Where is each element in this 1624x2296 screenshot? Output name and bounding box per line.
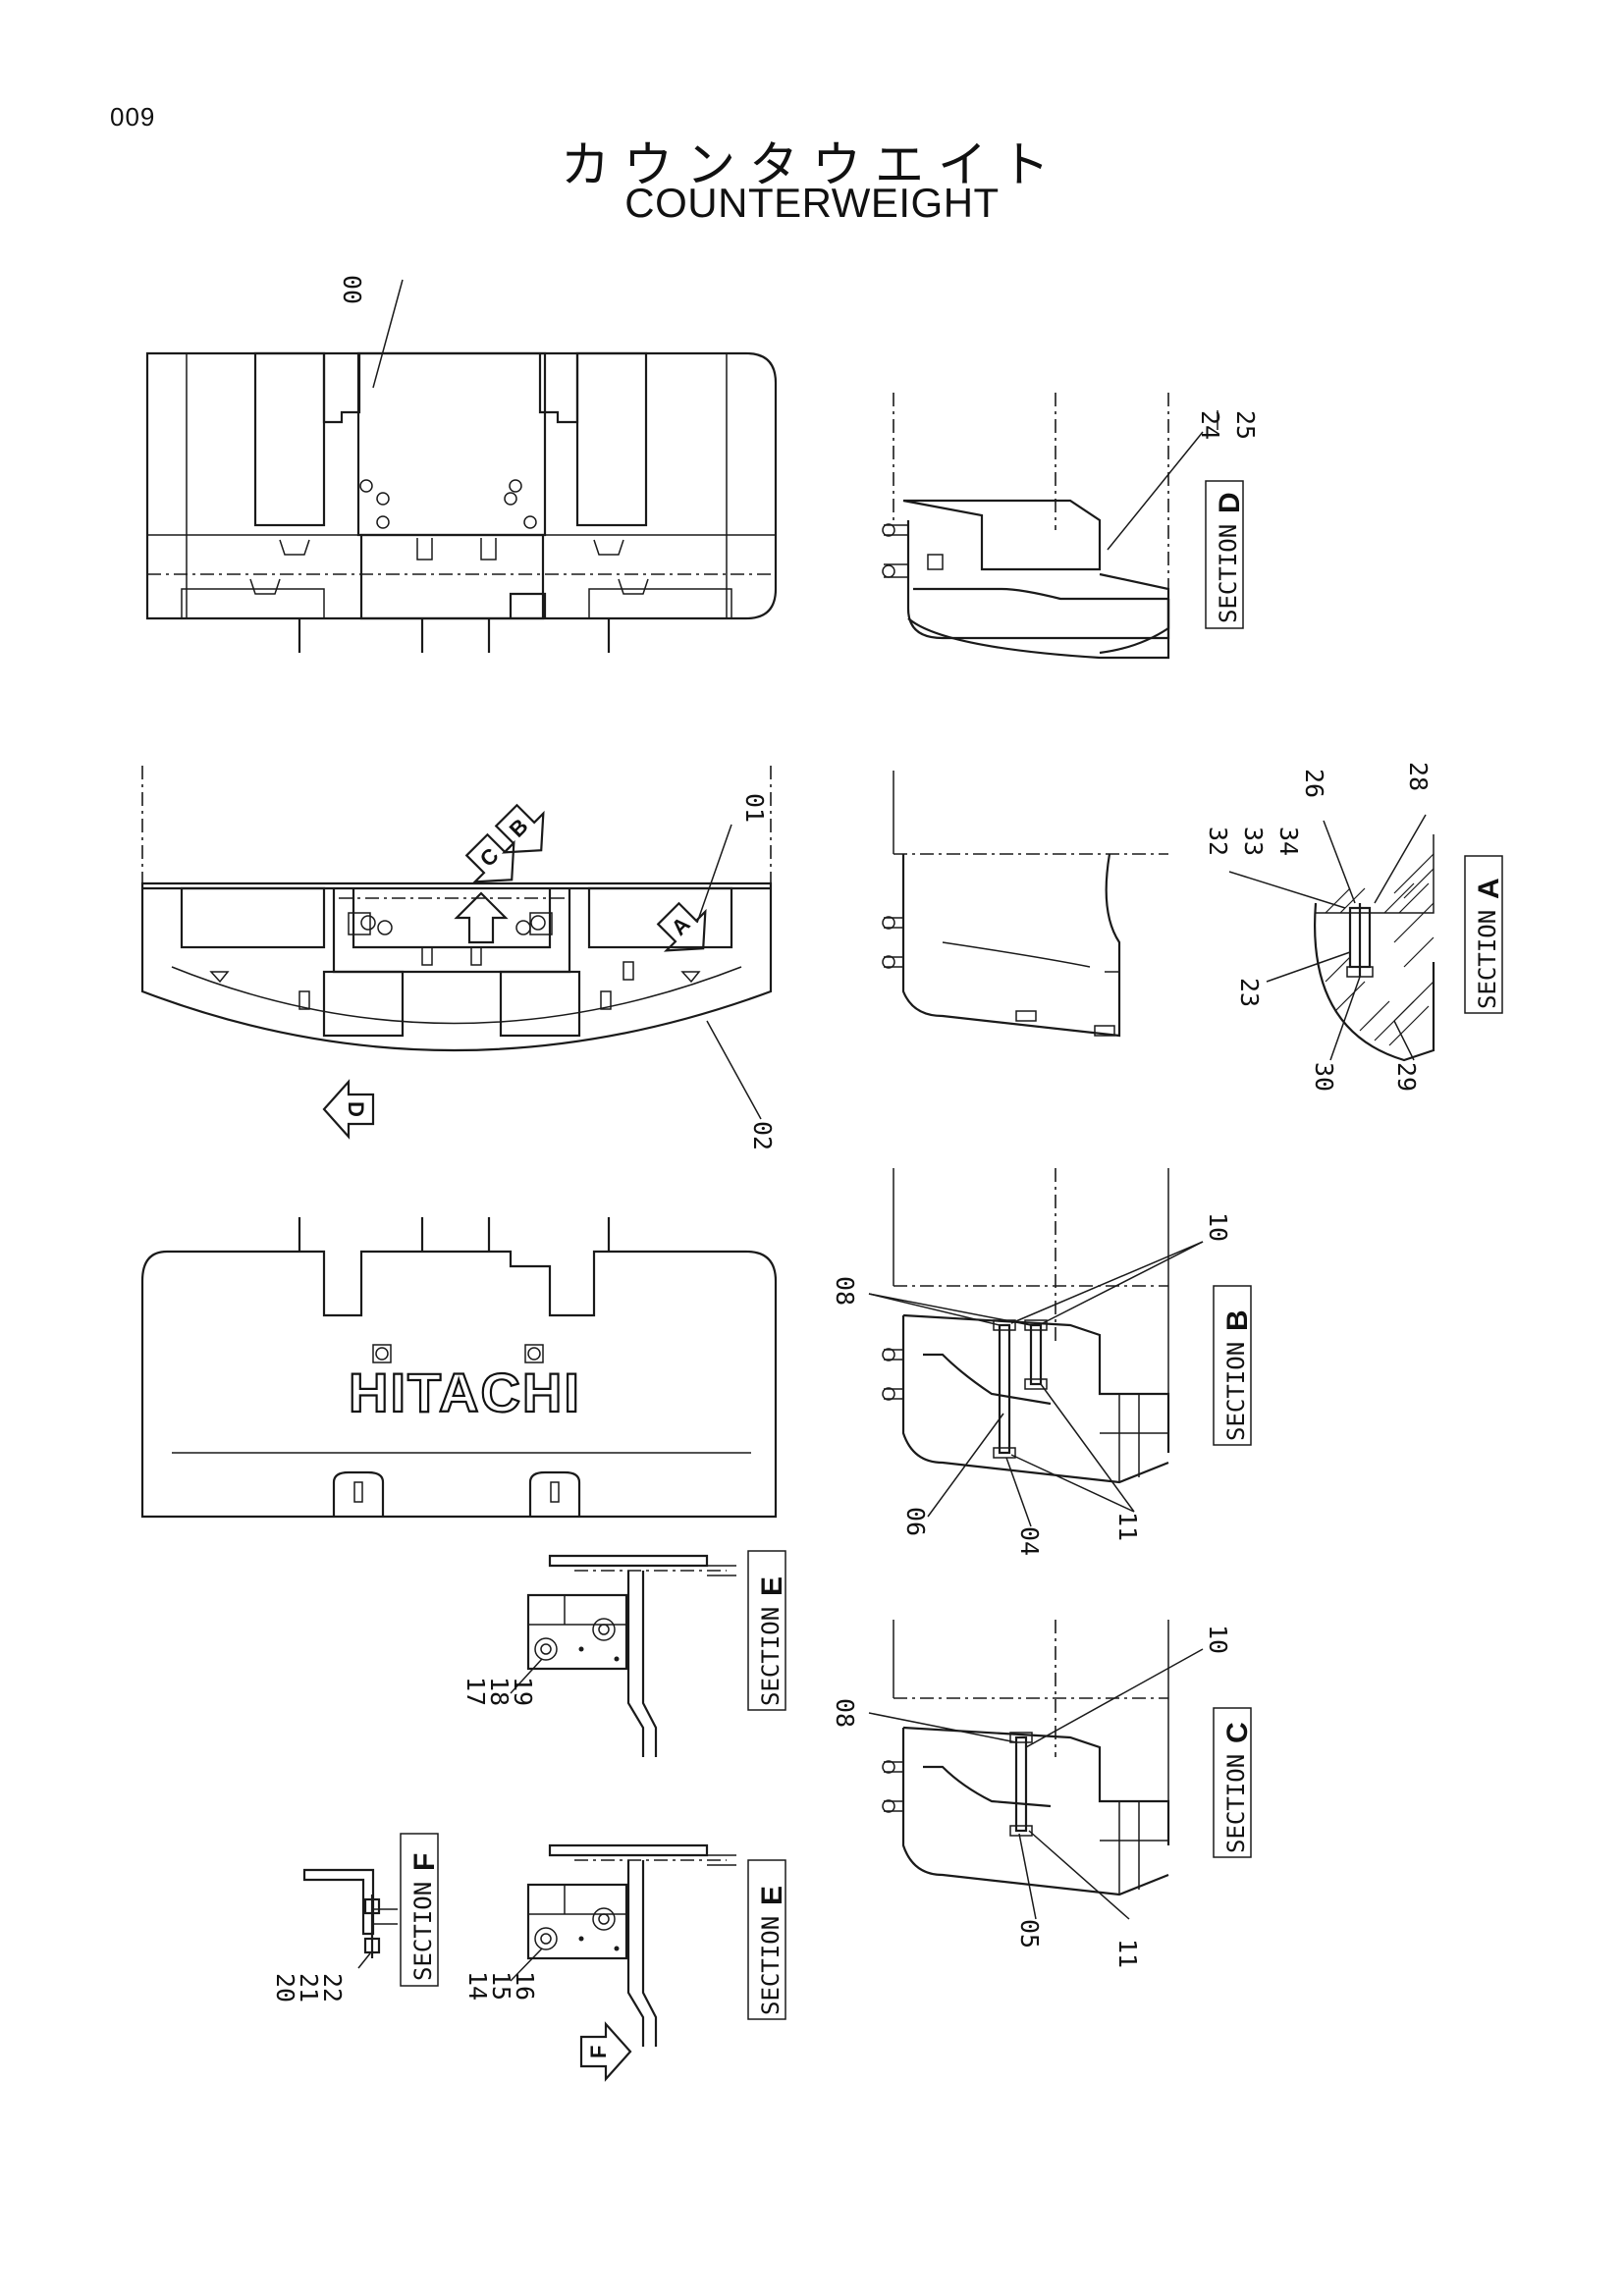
part-label-17: 17: [461, 1677, 490, 1706]
part-label-16: 16: [511, 1971, 539, 2001]
section-e-view-lower: 14 15 16 SECTION E F: [463, 1843, 788, 2082]
hitachi-logo: HITACHI: [349, 1362, 581, 1423]
part-label-32: 32: [1204, 827, 1232, 856]
section-f-letter: F: [408, 1853, 441, 1871]
section-f-prefix: SECTION: [409, 1882, 437, 1981]
part-label-14: 14: [463, 1971, 492, 2001]
part-label-11-c: 11: [1113, 1939, 1142, 1968]
part-label-22: 22: [318, 1973, 347, 2002]
part-label-00: 00: [338, 275, 366, 304]
section-a-detail: 32 33 34 26 28 23 30 29 SECTION A: [1204, 762, 1505, 1092]
part-label-08-c: 08: [831, 1698, 859, 1728]
part-label-21: 21: [295, 1973, 323, 2002]
section-c-letter: C: [1221, 1722, 1254, 1743]
part-label-23: 23: [1235, 978, 1264, 1007]
section-c-view: 08 10 05 11 SECTION C: [831, 1620, 1254, 1968]
rear-view: HITACHI: [140, 1217, 778, 1519]
part-label-33: 33: [1239, 827, 1268, 856]
part-label-24: 24: [1196, 410, 1224, 440]
view-arrow-d: D: [344, 1101, 368, 1117]
section-d-view: 24 25 SECTION D: [882, 393, 1260, 660]
view-arrow-f: F: [586, 2046, 611, 2058]
part-label-20: 20: [271, 1973, 299, 2002]
section-a-letter: A: [1473, 878, 1505, 899]
section-e-letter-lower: E: [756, 1886, 788, 1905]
part-label-10-c: 10: [1204, 1625, 1232, 1654]
title-english: COUNTERWEIGHT: [624, 180, 1000, 226]
part-label-02: 02: [748, 1121, 777, 1150]
part-label-01: 01: [740, 793, 769, 823]
section-e-prefix-lower: SECTION: [757, 1916, 785, 2015]
section-d-letter: D: [1214, 492, 1246, 513]
section-e-view-upper: 17 18 19 SECTION E: [461, 1550, 788, 1757]
part-label-08-b: 08: [831, 1276, 859, 1306]
part-label-04: 04: [1015, 1526, 1044, 1556]
part-label-10-b: 10: [1204, 1212, 1232, 1242]
title-japanese: カウンタウエイト: [561, 136, 1063, 193]
section-e-prefix-upper: SECTION: [757, 1607, 785, 1706]
part-label-34: 34: [1274, 827, 1303, 856]
part-label-06: 06: [901, 1507, 930, 1536]
part-label-29: 29: [1392, 1062, 1421, 1092]
part-label-25: 25: [1231, 410, 1260, 440]
part-label-18: 18: [485, 1677, 514, 1706]
side-view-a: [882, 771, 1168, 1038]
part-label-28: 28: [1404, 762, 1433, 791]
page-number: 009: [110, 102, 156, 132]
plan-view: A B C D 01 02: [140, 766, 777, 1150]
section-b-prefix: SECTION: [1222, 1342, 1250, 1441]
section-f-view: 20 21 22 SECTION F: [271, 1833, 441, 2002]
section-b-letter: B: [1221, 1309, 1254, 1331]
part-label-11-b: 11: [1113, 1512, 1142, 1541]
section-c-prefix: SECTION: [1222, 1754, 1250, 1853]
section-a-prefix: SECTION: [1474, 910, 1501, 1009]
section-d-prefix: SECTION: [1215, 524, 1242, 623]
part-label-30: 30: [1310, 1062, 1338, 1092]
section-b-view: 08 10 06 04 11 SECTION B: [831, 1168, 1254, 1556]
part-label-26: 26: [1300, 769, 1328, 798]
part-label-05: 05: [1015, 1919, 1044, 1949]
top-view: 00: [145, 275, 778, 653]
part-label-15: 15: [487, 1971, 515, 2001]
section-e-letter-upper: E: [756, 1576, 788, 1596]
part-label-19: 19: [509, 1677, 537, 1706]
